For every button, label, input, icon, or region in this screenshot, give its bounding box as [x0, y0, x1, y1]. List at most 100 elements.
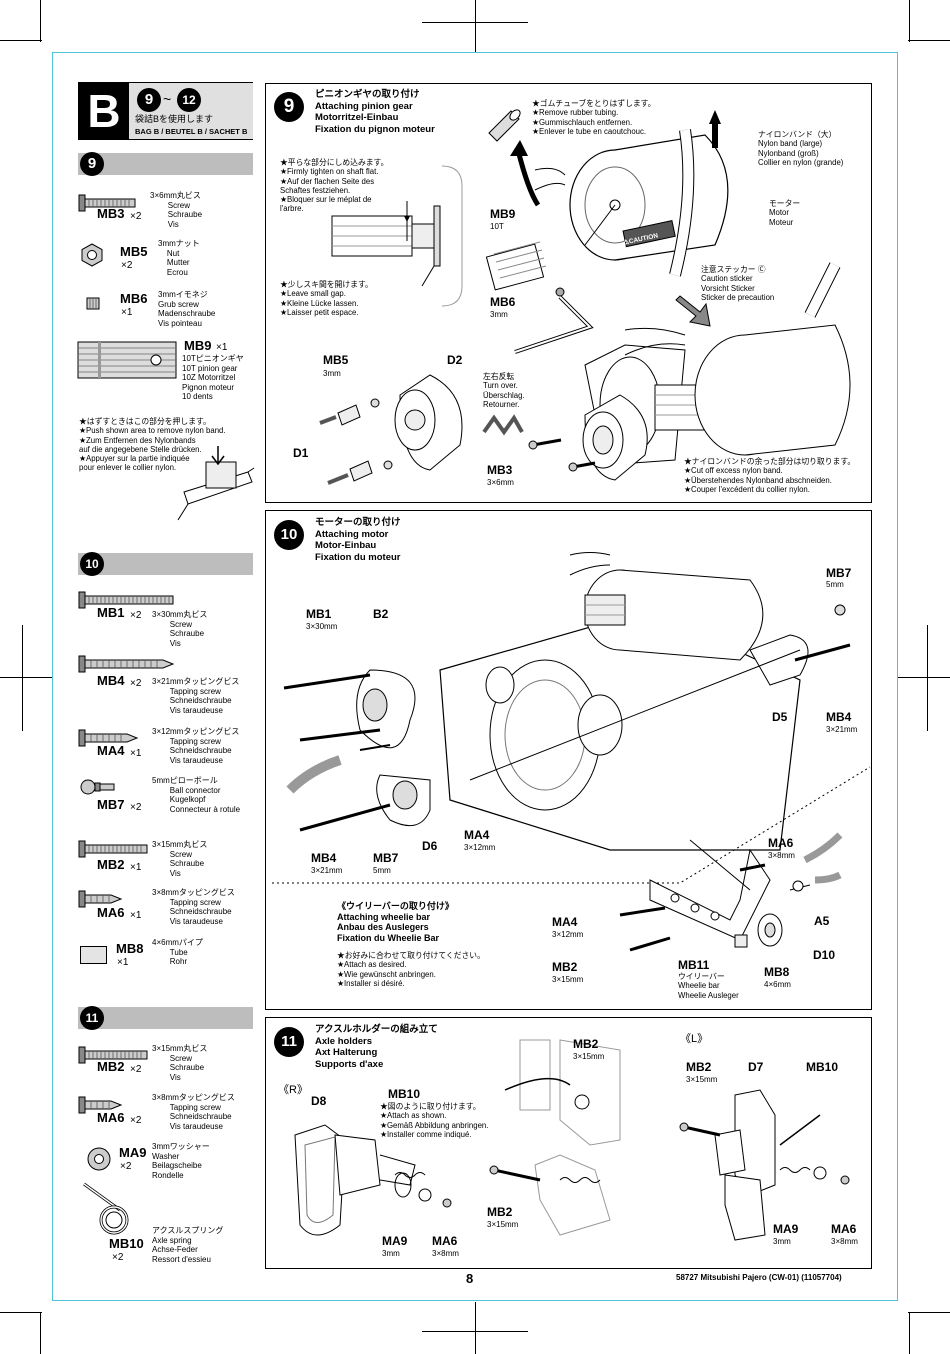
label-l: 《L》	[680, 1033, 709, 1045]
label-ma9-left-sub: 3mm	[773, 1237, 791, 1246]
pinion-gear-mb9-icon	[77, 341, 177, 379]
crop-mark	[475, 1302, 476, 1354]
crop-mark	[422, 1331, 528, 1332]
label-mb3-sub: 3×6mm	[487, 478, 514, 487]
step-9-panel	[265, 83, 872, 503]
part-description: 5mmピローボール Ball connector Kugelkopf Conne…	[152, 776, 241, 814]
label-mb4-right-sub: 3×21mm	[826, 725, 858, 734]
trim-frame	[52, 52, 898, 1301]
part-description: 3×30mm丸ビス Screw Schraube Vis	[152, 610, 208, 648]
bag-letter: B	[79, 83, 129, 139]
section-number: 11	[80, 1006, 104, 1030]
label-b2: B2	[373, 607, 389, 621]
label-mb2: MB2	[552, 960, 578, 974]
nut-mb5-icon	[81, 243, 103, 267]
label-mb2-sub: 3×15mm	[552, 975, 584, 984]
crop-mark	[908, 40, 950, 41]
remove-arrow	[510, 140, 541, 207]
label-d2: D2	[447, 353, 463, 367]
part-description: 3×21mmタッピングビス Tapping screw Schneidschra…	[152, 677, 240, 715]
optional-note: ★お好みに合わせて取り付けてください。 ★Attach as desired. …	[337, 951, 485, 988]
label-mb4-right: MB4	[826, 710, 852, 724]
down-arrow	[675, 295, 711, 327]
crop-mark	[908, 1312, 950, 1313]
part-code: MB4	[97, 673, 125, 688]
crop-mark	[898, 677, 950, 678]
part-description: 3×12mmタッピングビス Tapping screw Schneidschra…	[152, 727, 240, 765]
part-description: 4×6mmパイプ Tube Rohr	[152, 938, 203, 967]
pinion-housing-illustration	[319, 374, 463, 485]
part-qty: ×2	[130, 1115, 142, 1126]
caution-label: 注意ステッカー Ⓒ Caution sticker Vorsicht Stick…	[701, 265, 775, 302]
label-mb1: MB1	[306, 607, 332, 621]
part-code: MA9	[119, 1145, 147, 1160]
crop-mark	[0, 677, 52, 678]
part-qty: ×2	[130, 678, 142, 689]
step-11-panel	[265, 1017, 872, 1269]
model-name: 58727 Mitsubishi Pajero (CW-01) (1105770…	[676, 1273, 842, 1282]
label-mb9-sub: 10T	[490, 222, 504, 231]
note-tube: ★ゴムチューブをとりはずします。 ★Remove rubber tubing. …	[532, 99, 656, 136]
section-number: 10	[80, 552, 104, 576]
wheelie-bar-illustration	[619, 832, 843, 952]
step-number: 11	[274, 1027, 304, 1057]
part-qty: ×2	[130, 211, 142, 222]
part-qty: ×2	[121, 260, 133, 271]
part-description: 3mmナット Nut Mutter Ecrou	[158, 239, 200, 277]
part-description: 3×6mm丸ビス Screw Schraube Vis	[150, 191, 203, 229]
part-code: MA4	[97, 743, 125, 758]
part-code: MB8	[116, 941, 144, 956]
step-number: 9	[274, 92, 304, 122]
label-mb2-top-sub: 3×15mm	[573, 1052, 605, 1061]
part-code: MB3	[97, 206, 125, 221]
washer-ma9-icon	[87, 1147, 111, 1171]
optional-section-divider	[272, 766, 871, 884]
label-ma6: MA6	[432, 1234, 458, 1248]
label-mb10: MB10	[388, 1087, 421, 1101]
part-qty: ×1	[216, 342, 228, 353]
label-mb7-left-sub: 5mm	[373, 866, 391, 875]
crop-mark	[0, 1312, 42, 1313]
bag-en: BAG B / BEUTEL B / SACHET B	[135, 127, 248, 136]
motor-illustration	[534, 129, 729, 277]
crop-mark	[40, 0, 41, 42]
crop-mark	[22, 625, 23, 731]
crop-mark	[475, 0, 476, 52]
part-qty: ×1	[130, 748, 142, 759]
screw-mb2-icon	[78, 1046, 148, 1064]
label-ma6-left-sub: 3×8mm	[831, 1237, 858, 1246]
crop-mark	[909, 1312, 910, 1354]
label-mb2-left: MB2	[686, 1060, 712, 1074]
label-mb1-sub: 3×30mm	[306, 622, 338, 631]
part-qty: ×2	[112, 1252, 124, 1263]
part-code: MB2	[97, 857, 125, 872]
part-description: 3×8mmタッピングビス Tapping screw Schneidschrau…	[152, 888, 235, 926]
part-qty: ×2	[130, 610, 142, 621]
part-description: 3mmイモネジ Grub screw Madenschraube Vis poi…	[158, 290, 216, 328]
label-ma9-left: MA9	[773, 1222, 799, 1236]
note-gap: ★少しスキ間を開けます。 ★Leave small gap. ★Kleine L…	[280, 280, 373, 317]
label-mb6-sub: 3mm	[490, 310, 508, 319]
section-9-header: 9	[78, 152, 253, 176]
up-arrow	[709, 110, 721, 148]
label-a5: A5	[814, 914, 830, 928]
label-d5: D5	[772, 710, 788, 724]
label-mb3: MB3	[487, 463, 513, 477]
label-ma6-sub: 3×8mm	[768, 851, 795, 860]
label-mb5: MB5	[323, 353, 349, 367]
axle-holder-left-illustration	[679, 1089, 850, 1241]
tapping-screw-ma6-icon	[78, 890, 123, 908]
label-mb10-left: MB10	[806, 1060, 839, 1074]
label-d1: D1	[293, 446, 309, 460]
part-code: MA6	[97, 1110, 125, 1125]
label-mb8-sub: 4×6mm	[764, 980, 791, 989]
tapping-screw-mb4-icon	[78, 655, 175, 673]
step-number: 10	[274, 520, 304, 550]
part-qty: ×2	[120, 1161, 132, 1172]
label-mb11: MB11	[678, 958, 710, 972]
part-code: MB1	[97, 605, 125, 620]
step-10-panel	[265, 510, 872, 1010]
ball-connector-mb7-icon	[80, 779, 115, 795]
label-ma4-lower: MA4	[552, 915, 578, 929]
rubber-tube-icon	[488, 109, 521, 142]
